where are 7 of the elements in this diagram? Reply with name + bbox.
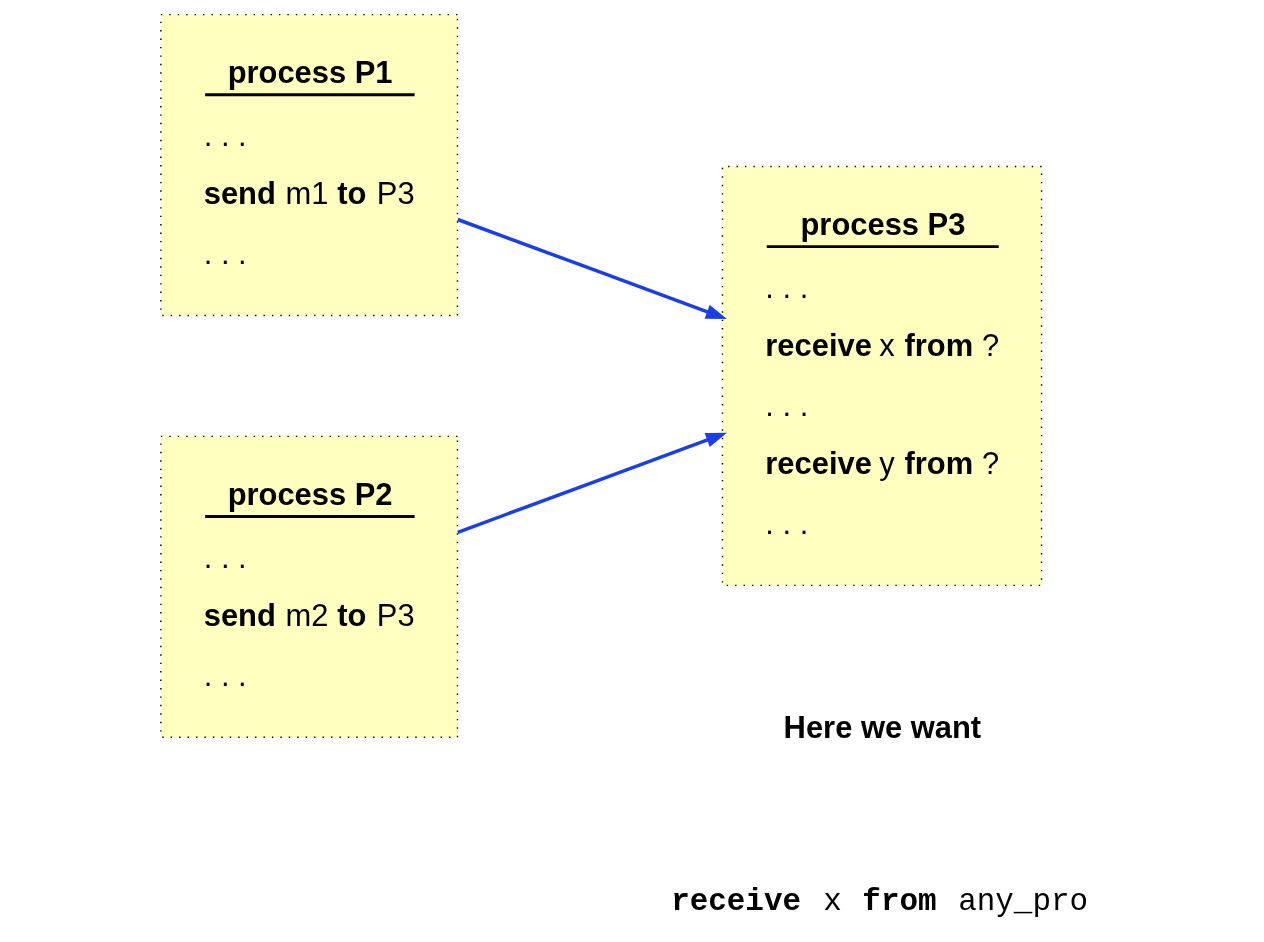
arrow (456, 217, 727, 319)
arrow (456, 432, 727, 534)
node-box: process P2 . . . send m2 to P3 . . . (159, 435, 458, 738)
node-box: process P3 . . . receive x from ? . . . receive y from ? . . . (721, 165, 1042, 586)
label: receive x from any_pro (670, 883, 1088, 919)
node-box: process P1 . . . send m1 to P3 . . . (159, 13, 458, 316)
label: Here we want (783, 709, 981, 745)
